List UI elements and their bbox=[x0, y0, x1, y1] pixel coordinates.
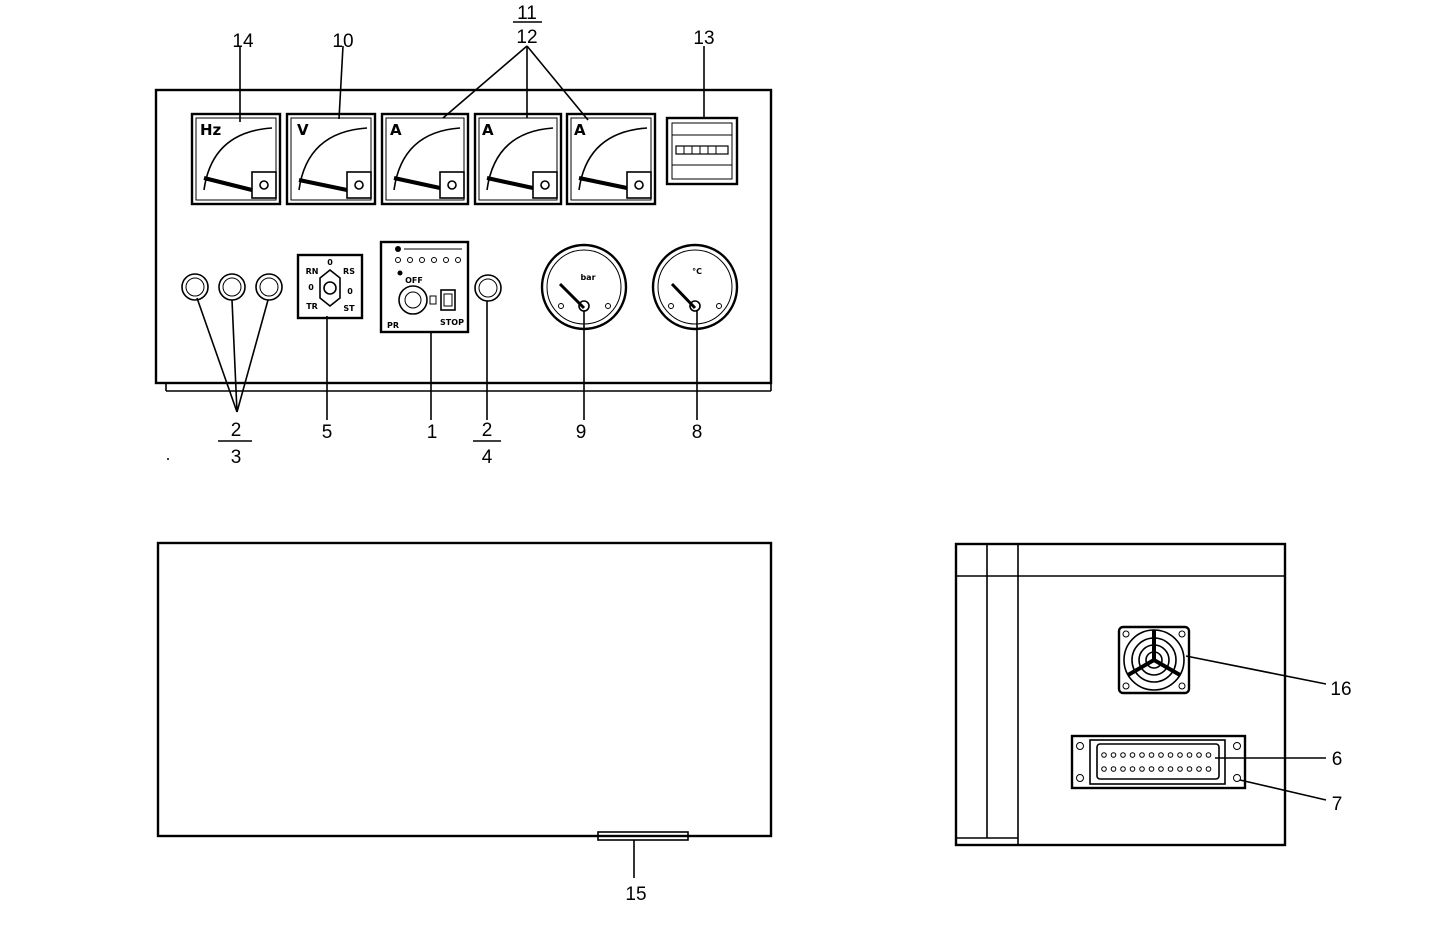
callout-16: 16 bbox=[1330, 679, 1351, 700]
connector-pin bbox=[1205, 766, 1212, 772]
connector-pin bbox=[1167, 766, 1174, 772]
callout-10: 10 bbox=[332, 31, 353, 52]
connector-pin bbox=[1110, 766, 1117, 772]
connector-pin bbox=[1177, 752, 1183, 758]
callout-15: 15 bbox=[625, 884, 646, 905]
meter-label-v: V bbox=[297, 121, 309, 139]
key-pr-label: PR bbox=[387, 321, 399, 330]
indicator-lamps bbox=[181, 273, 283, 301]
connector-pin bbox=[1158, 766, 1164, 772]
callout-4: 4 bbox=[482, 447, 493, 468]
connector-pin bbox=[1196, 752, 1202, 758]
meter-label-a1: A bbox=[390, 121, 402, 139]
key-switch-module: OFF STOP PR bbox=[379, 240, 470, 334]
callout-12: 12 bbox=[516, 27, 537, 48]
connector-pin bbox=[1120, 752, 1126, 758]
selector-pos-rs: RS bbox=[343, 267, 355, 276]
ammeter-1: A bbox=[380, 112, 470, 206]
callout-13: 13 bbox=[693, 28, 714, 49]
callout-9: 9 bbox=[576, 422, 587, 443]
key-stop-label: STOP bbox=[440, 318, 464, 327]
connector-pin bbox=[1110, 752, 1117, 758]
selector-pos-left: 0 bbox=[308, 283, 314, 292]
voltage-meter: V bbox=[285, 112, 377, 206]
connector-pin bbox=[1101, 766, 1107, 772]
ammeter-3: A bbox=[565, 112, 657, 206]
leader-lines-front bbox=[196, 21, 705, 442]
selector-pos-rn: RN bbox=[306, 267, 319, 276]
multi-pin-connector bbox=[1070, 734, 1247, 790]
connector-pin bbox=[1129, 752, 1136, 758]
connector-pin bbox=[1148, 752, 1155, 758]
callout-2-left: 2 bbox=[231, 420, 242, 441]
selector-pos-right: 0 bbox=[347, 287, 353, 296]
selector-pos-st: ST bbox=[343, 304, 355, 313]
connector-pin bbox=[1139, 752, 1145, 758]
connector-pin bbox=[1205, 752, 1212, 758]
callout-8: 8 bbox=[692, 422, 703, 443]
meter-label-a3: A bbox=[574, 121, 586, 139]
connector-pin bbox=[1158, 752, 1164, 758]
temperature-gauge: °C bbox=[651, 243, 739, 331]
key-off-label: OFF bbox=[405, 276, 423, 285]
selector-pos-tr: TR bbox=[306, 302, 318, 311]
selector-switch: 0 RN RS 0 0 TR ST bbox=[296, 253, 364, 320]
connector-pin bbox=[1167, 752, 1174, 758]
connector-pin bbox=[1139, 766, 1145, 772]
callout-1: 1 bbox=[427, 422, 438, 443]
callout-11: 11 bbox=[517, 3, 537, 24]
connector-pin bbox=[1148, 766, 1155, 772]
indicator-lamp-single bbox=[474, 274, 502, 302]
callout-14: 14 bbox=[232, 31, 254, 52]
connector-pin bbox=[1196, 766, 1202, 772]
callout-7: 7 bbox=[1332, 794, 1343, 815]
connector-pin bbox=[1186, 766, 1193, 772]
connector-pin bbox=[1120, 766, 1126, 772]
callout-3: 3 bbox=[231, 447, 242, 468]
stray-dot bbox=[167, 458, 169, 460]
leader-lines-side bbox=[1185, 655, 1327, 801]
temp-gauge-unit: °C bbox=[692, 267, 702, 276]
callout-2-right: 2 bbox=[482, 420, 493, 441]
ammeter-2: A bbox=[473, 112, 563, 206]
rear-panel bbox=[156, 541, 773, 878]
front-panel bbox=[154, 88, 773, 392]
frequency-meter: Hz bbox=[190, 112, 282, 206]
hour-counter bbox=[665, 116, 739, 186]
connector-pin bbox=[1101, 752, 1107, 758]
callout-6: 6 bbox=[1332, 749, 1343, 770]
oil-gauge-unit: bar bbox=[580, 273, 595, 282]
callout-5: 5 bbox=[322, 422, 333, 443]
connector-pin bbox=[1129, 766, 1136, 772]
fan-grille bbox=[1117, 625, 1191, 695]
connector-pins bbox=[1101, 752, 1212, 772]
connector-pin bbox=[1186, 752, 1193, 758]
meter-label-a2: A bbox=[482, 121, 494, 139]
selector-pos-top: 0 bbox=[327, 258, 333, 267]
connector-pin bbox=[1177, 766, 1183, 772]
side-panel bbox=[954, 542, 1287, 847]
meter-label-hz: Hz bbox=[200, 121, 222, 139]
